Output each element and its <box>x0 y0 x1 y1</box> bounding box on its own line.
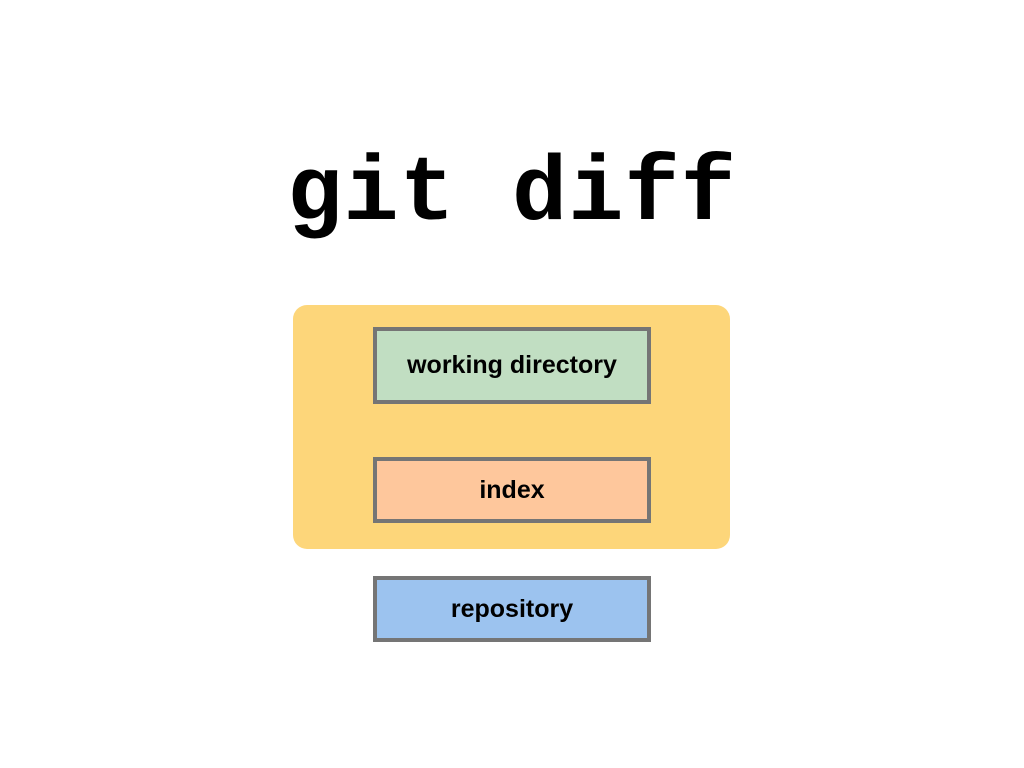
working-directory-box: working directory <box>373 327 651 404</box>
page-title: git diff <box>287 142 737 247</box>
repository-label: repository <box>450 594 574 623</box>
repository-box: repository <box>373 576 651 642</box>
index-box: index <box>373 457 651 523</box>
index-label: index <box>479 475 545 504</box>
working-directory-label: working directory <box>407 351 617 379</box>
